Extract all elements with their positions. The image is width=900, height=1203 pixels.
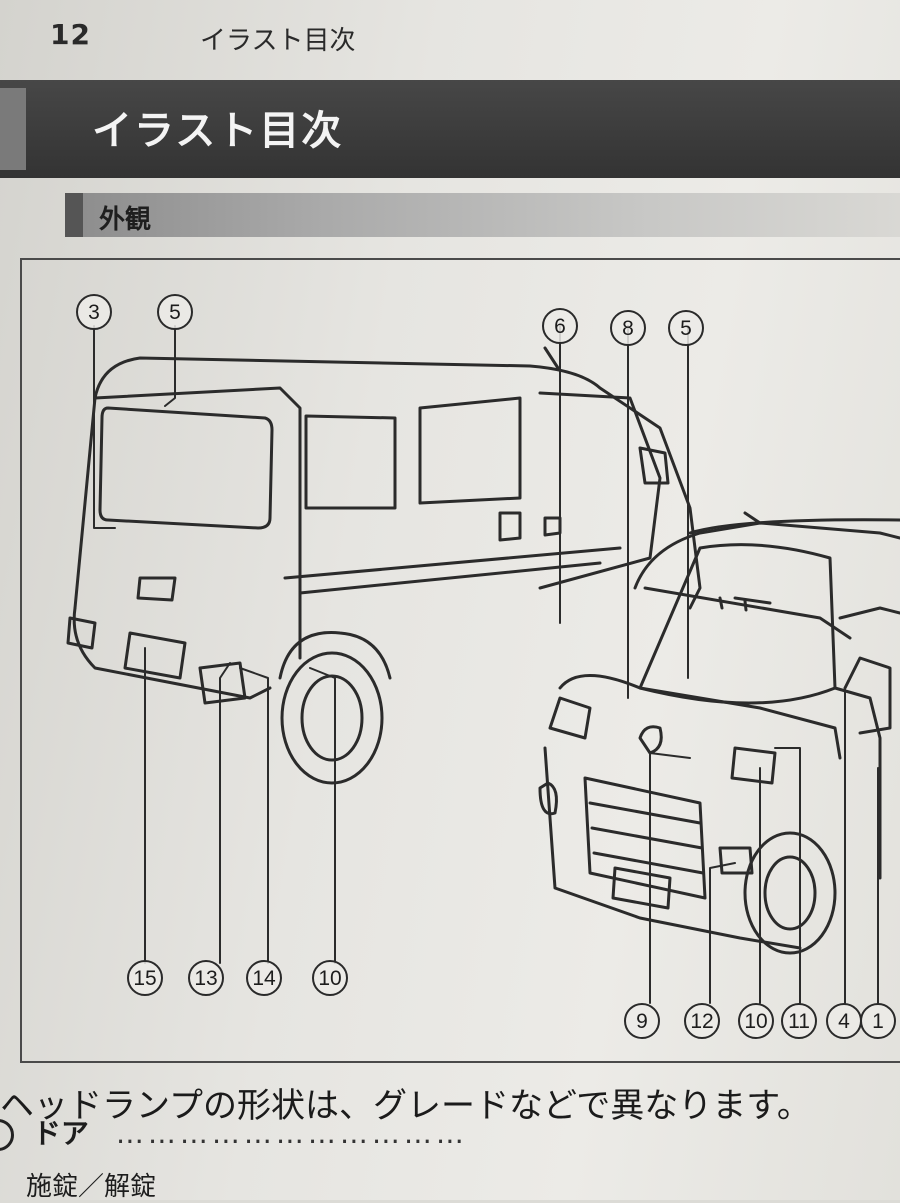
callout-4: 4: [826, 1003, 862, 1039]
leader-lines: [93, 325, 879, 1004]
running-head: 12 イラスト目次: [50, 18, 355, 56]
callout-5-rear: 5: [157, 294, 193, 330]
callout-13: 13: [188, 960, 224, 996]
callout-12: 12: [684, 1003, 720, 1039]
front-van-drawing: [538, 511, 900, 955]
vehicle-exterior-illustration: [66, 325, 900, 1004]
bullet-circle-icon: [0, 1119, 14, 1151]
section-title: 外観: [99, 205, 152, 235]
illustration-frame: [20, 258, 900, 1063]
section-header: 外観: [65, 193, 900, 237]
callout-5-front: 5: [668, 310, 704, 346]
callout-10-front: 10: [738, 1003, 774, 1039]
section-tab: [65, 193, 83, 237]
callout-3: 3: [76, 294, 112, 330]
callout-9: 9: [624, 1003, 660, 1039]
callout-14: 14: [246, 960, 282, 996]
index-entry-door[interactable]: ドア ……………………………: [0, 1112, 468, 1152]
callout-8: 8: [610, 310, 646, 346]
chapter-bar: イラスト目次: [0, 80, 900, 178]
callout-15: 15: [127, 960, 163, 996]
rear-van-drawing: [66, 346, 702, 785]
callout-10-rear: 10: [312, 960, 348, 996]
running-head-title: イラスト目次: [200, 26, 356, 56]
callout-1: 1: [860, 1003, 896, 1039]
entry-leader-dots: ……………………………: [115, 1117, 468, 1150]
entry-label: ドア: [32, 1117, 89, 1150]
chapter-bar-stripe: [0, 88, 26, 170]
page-number: 12: [50, 18, 91, 51]
chapter-title: イラスト目次: [92, 108, 344, 154]
index-subentry[interactable]: 施錠／解錠: [26, 1172, 157, 1202]
headlamp-note: ヘッドランプの形状は、グレードなどで異なります。: [0, 1086, 811, 1126]
callout-11: 11: [781, 1003, 817, 1039]
callout-6: 6: [542, 308, 578, 344]
